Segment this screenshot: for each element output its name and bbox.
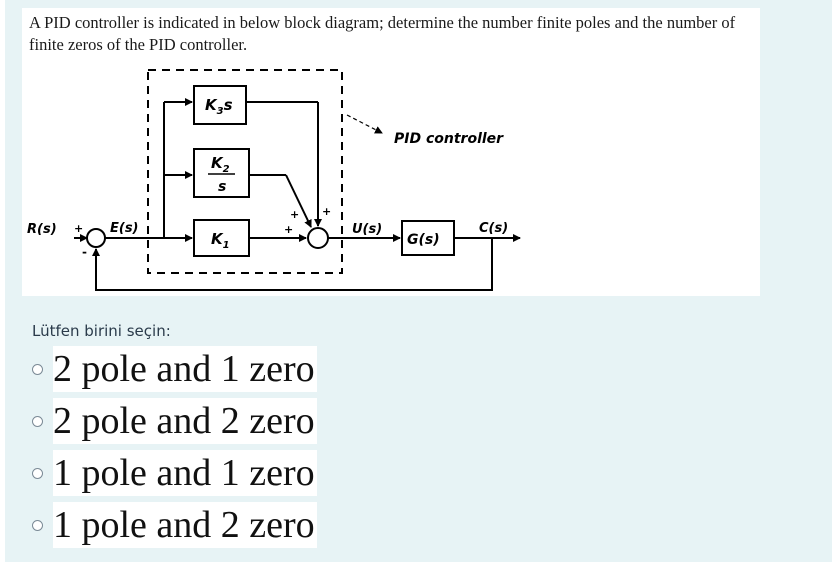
- error-summing-junction: [86, 228, 106, 248]
- pid-summing-junction: [307, 227, 329, 249]
- option-2[interactable]: 2 pole and 2 zero: [30, 395, 317, 447]
- option-2-radio[interactable]: [32, 415, 43, 427]
- option-1[interactable]: 2 pole and 1 zero: [30, 343, 317, 395]
- k3s-k: K: [205, 96, 218, 114]
- pid-block-diagram: R(s) + - E(s) K3s K2 s K1 + + + PID cont…: [27, 69, 521, 291]
- k2-k: K: [211, 154, 224, 172]
- k2-diagonal-line: [285, 174, 312, 228]
- feedback-minus-sign: -: [82, 245, 87, 259]
- k1-k: K: [211, 230, 224, 248]
- k2-subscript: 2: [223, 164, 230, 175]
- k2-denominator: s: [218, 179, 226, 195]
- option-3[interactable]: 1 pole and 1 zero: [30, 447, 317, 499]
- option-2-label[interactable]: 2 pole and 2 zero: [53, 398, 317, 444]
- pid-callout-line: [346, 114, 383, 134]
- input-label: R(s): [27, 222, 57, 237]
- k1-plus-sign: +: [284, 223, 293, 236]
- pid-controller-label: PID controller: [394, 131, 504, 147]
- k3s-subscript: 3: [217, 106, 224, 117]
- answer-options: 2 pole and 1 zero 2 pole and 2 zero 1 po…: [30, 343, 317, 551]
- k3s-plus-sign: +: [322, 205, 331, 218]
- svg-text:K1: K1: [211, 230, 230, 251]
- question-text: A PID controller is indicated in below b…: [29, 13, 736, 54]
- k2-plus-sign: +: [290, 208, 299, 221]
- plant-label: G(s): [407, 232, 440, 248]
- svg-text:K2: K2: [211, 154, 230, 175]
- k1-subscript: 1: [223, 240, 230, 251]
- input-plus-sign: +: [74, 222, 83, 235]
- control-signal-label: U(s): [352, 222, 382, 237]
- option-1-label[interactable]: 2 pole and 1 zero: [53, 346, 317, 392]
- k2-block: [193, 148, 250, 198]
- option-4-label[interactable]: 1 pole and 2 zero: [53, 502, 317, 548]
- k1-block: [193, 219, 250, 257]
- option-4-radio[interactable]: [32, 519, 43, 531]
- option-1-radio[interactable]: [32, 363, 43, 375]
- option-3-label[interactable]: 1 pole and 1 zero: [53, 450, 317, 496]
- pid-boundary: [147, 69, 343, 274]
- k3s-block: [193, 85, 247, 125]
- option-3-radio[interactable]: [32, 467, 43, 479]
- option-4[interactable]: 1 pole and 2 zero: [30, 499, 317, 551]
- question-content: A PID controller is indicated in below b…: [22, 8, 760, 296]
- error-label: E(s): [110, 221, 139, 236]
- output-label: C(s): [479, 221, 508, 236]
- svg-text:K3s: K3s: [205, 96, 233, 117]
- answer-prompt: Lütfen birini seçin:: [32, 322, 171, 340]
- k3s-s: s: [224, 96, 233, 114]
- feedback-path: [92, 238, 493, 291]
